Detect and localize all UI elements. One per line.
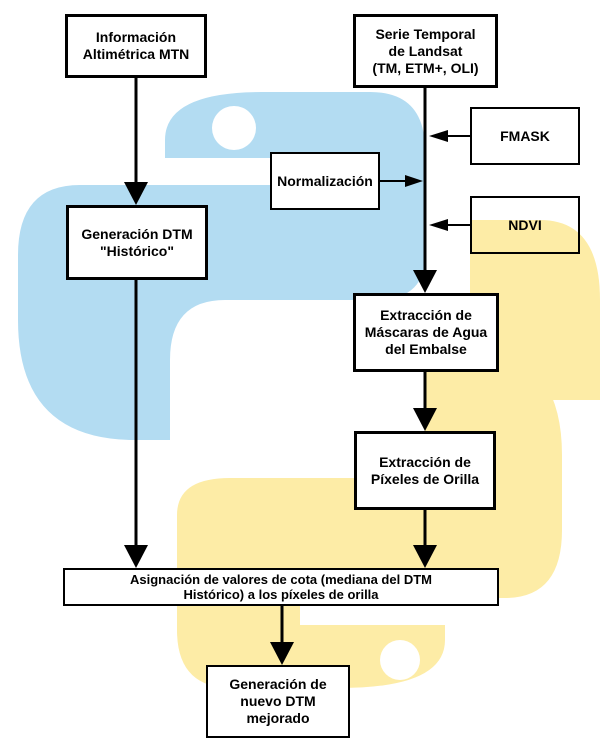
box-ndvi: NDVI [470,196,580,254]
box-informacion-altimetrica-mtn: Información Altimétrica MTN [65,14,207,78]
arrowhead-pixeles-to-asignacion [413,545,437,568]
box-extraccion-pixeles-orilla: Extracción de Píxeles de Orilla [354,431,496,510]
arrowhead-fmask [429,130,448,142]
box-generacion-nuevo-dtm: Generación de nuevo DTM mejorado [206,665,350,738]
arrowhead-dtm-to-asignacion [124,545,148,568]
arrowhead-ndvi [429,219,448,231]
box-normalizacion: Normalización [270,152,380,210]
box-fmask: FMASK [470,107,580,165]
box-generacion-dtm-historico: Generación DTM "Histórico" [66,205,208,280]
arrowhead-landsat-to-mascaras [413,270,437,293]
arrowhead-mascaras-to-pixeles [413,408,437,431]
arrowhead-mtn-to-dtm [124,182,148,205]
arrowhead-normalizacion [405,175,423,187]
box-asignacion-valores-cota: Asignación de valores de cota (mediana d… [63,568,499,606]
box-serie-temporal-landsat: Serie Temporal de Landsat (TM, ETM+, OLI… [353,14,498,88]
box-extraccion-mascaras-agua: Extracción de Máscaras de Agua del Embal… [353,293,499,372]
arrowhead-asignacion-to-nuevo-dtm [270,642,294,665]
